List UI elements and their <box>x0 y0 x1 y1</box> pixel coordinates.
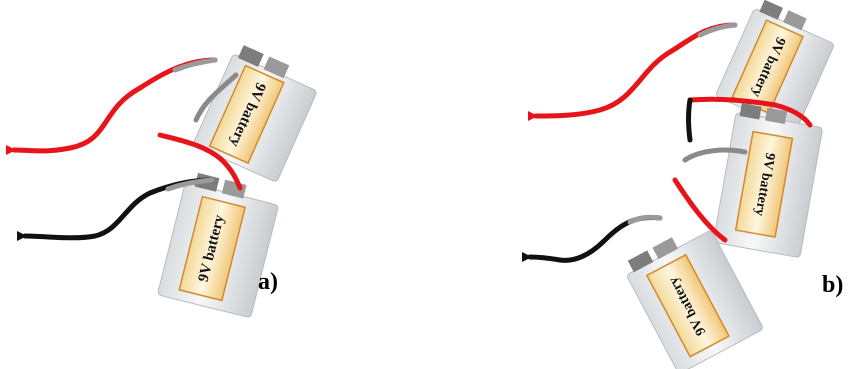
lead-wire-sleeve <box>172 57 218 73</box>
connector-wire-red <box>672 177 728 243</box>
connector-wire-gray <box>193 72 239 123</box>
panel-b: 9V battery 9V battery 9V battery <box>521 0 834 369</box>
battery-terminal <box>739 103 788 124</box>
connector-wire-red <box>157 132 243 191</box>
panel-label-b: b) <box>822 272 844 298</box>
battery-terminal <box>759 0 807 31</box>
connector-wire-gray <box>686 97 693 143</box>
battery-a-top: 9V battery <box>193 45 317 182</box>
battery-terminal <box>237 45 290 79</box>
battery-terminal <box>627 237 679 273</box>
panel-a: 9V battery 9V battery <box>5 45 317 318</box>
positive-lead-wire <box>527 22 738 122</box>
lead-wire-sleeve <box>165 177 215 192</box>
connector-wire-gray <box>682 147 748 163</box>
connector-wire-red <box>687 96 813 128</box>
battery-b-bottom: 9V battery <box>627 230 763 369</box>
lead-wire-sleeve <box>627 214 663 225</box>
panel-label-a: a) <box>258 269 278 295</box>
battery-a-bottom: 9V battery <box>157 172 279 318</box>
lead-wire-sleeve <box>697 22 738 38</box>
negative-lead-wire <box>521 214 663 263</box>
positive-lead-wire <box>5 57 218 155</box>
